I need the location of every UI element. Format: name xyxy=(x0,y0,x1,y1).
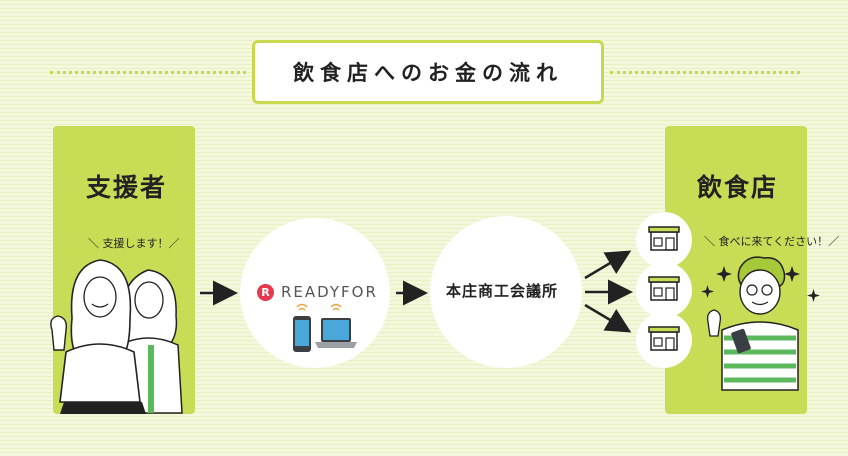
title-divider-right xyxy=(610,71,800,74)
arrow-chamber-to-shop-1 xyxy=(584,250,632,280)
diagram-title: 飲食店へのお金の流れ xyxy=(293,61,563,85)
chamber-circle xyxy=(430,216,582,368)
laptop-icon xyxy=(315,303,357,348)
chamber-label: 本庄商工会議所 xyxy=(446,282,559,300)
readyfor-logo-mark: R xyxy=(257,283,274,301)
shop-icon xyxy=(648,226,680,251)
smartphone-icon xyxy=(293,303,311,352)
arrow-chamber-to-shop-3 xyxy=(584,303,632,333)
restaurant-label: 飲食店 xyxy=(697,173,779,202)
supporter-label: 支援者 xyxy=(86,173,168,202)
supporter-speech: ＼ 支援します！／ xyxy=(88,237,180,250)
supporters-illustration xyxy=(50,259,183,414)
restaurant-owner-illustration xyxy=(701,256,820,391)
shop-icon xyxy=(648,326,680,351)
title-box: 飲食店へのお金の流れ xyxy=(252,40,604,104)
shop-icon xyxy=(648,276,680,301)
restaurant-speech: ＼ 食べに来てください！／ xyxy=(704,235,840,248)
readyfor-logo-text: READYFOR xyxy=(281,283,378,301)
readyfor-logo: R READYFOR xyxy=(257,283,378,301)
title-divider-left xyxy=(50,71,246,74)
